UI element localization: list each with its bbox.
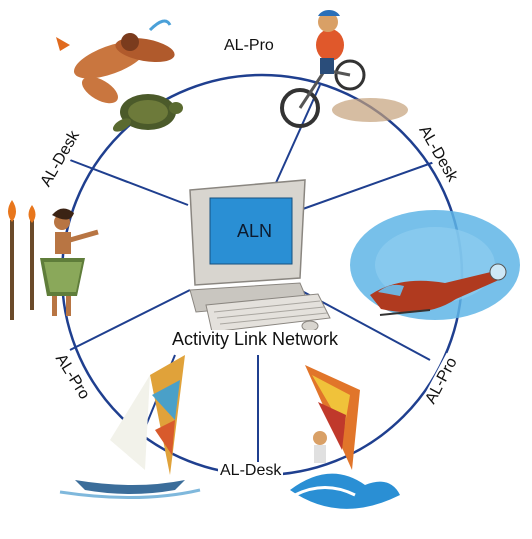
hula-dancing-illustration	[8, 200, 99, 320]
computer-illustration	[189, 179, 331, 333]
helicopter-illustration	[350, 210, 520, 320]
snorkeling-illustration	[56, 19, 183, 132]
windsurfing-illustration	[290, 365, 400, 509]
screen-label: ALN	[237, 221, 273, 241]
spoke-snorkel	[69, 159, 189, 206]
computer-screen	[209, 197, 293, 265]
sailing-illustration	[59, 355, 201, 499]
spoke-hula	[69, 289, 191, 351]
segment-label-top: AL-Pro	[222, 37, 276, 55]
spoke-helicopter	[299, 159, 441, 211]
mountain-biking-illustration	[280, 9, 408, 128]
segment-label-bottom: AL-Desk	[218, 462, 284, 480]
center-network-label: Activity Link Network	[170, 329, 341, 349]
spoke-bike	[274, 84, 321, 186]
